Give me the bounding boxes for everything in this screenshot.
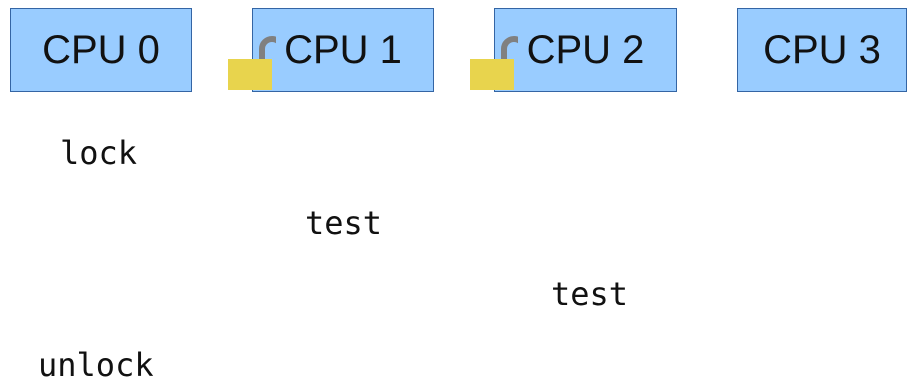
padlock-icon [470, 36, 518, 90]
padlock-icon [228, 36, 276, 90]
cpu-2-box: CPU 2 [494, 8, 677, 92]
operation-test-cpu2: test [551, 275, 629, 313]
cpu-3-box: CPU 3 [737, 8, 907, 92]
cpu-0-box: CPU 0 [10, 8, 192, 92]
operation-test-cpu1: test [305, 204, 383, 242]
operation-lock-cpu0: lock [60, 134, 138, 172]
cpu-1-box: CPU 1 [252, 8, 434, 92]
operation-unlock-cpu0: unlock [38, 346, 154, 383]
